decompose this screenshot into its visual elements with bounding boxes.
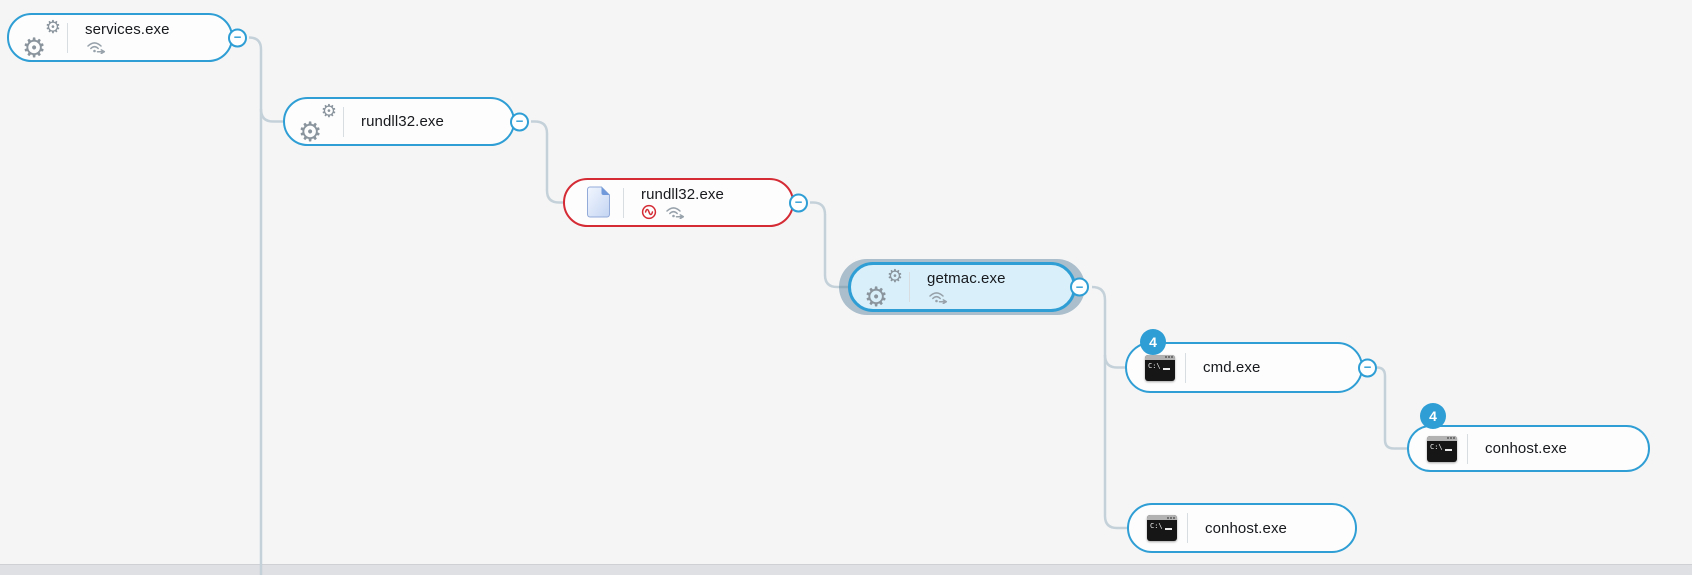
network-activity-icon xyxy=(929,291,948,304)
divider xyxy=(67,22,68,53)
process-gears-icon: ⚙⚙ xyxy=(22,16,61,63)
collapse-button[interactable]: − xyxy=(789,193,808,212)
process-name-label: cmd.exe xyxy=(1203,359,1261,376)
divider xyxy=(1185,352,1186,383)
process-node-conhost-of-cmd[interactable]: 4 C:\ conhost.exe xyxy=(1407,403,1650,472)
collapse-button[interactable]: − xyxy=(228,28,247,47)
process-name-label: getmac.exe xyxy=(927,270,1006,287)
process-gears-icon: ⚙⚙ xyxy=(298,100,337,147)
process-node-rundll32-alert[interactable]: rundll32.exe − xyxy=(563,178,808,227)
process-node-services[interactable]: ⚙⚙ services.exe − xyxy=(7,13,247,63)
collapse-button[interactable]: − xyxy=(1070,277,1089,297)
bottom-panel-edge xyxy=(0,564,1692,575)
network-activity-icon xyxy=(666,207,685,219)
network-activity-icon xyxy=(87,42,106,54)
terminal-icon: C:\ xyxy=(1145,354,1175,381)
terminal-icon: C:\ xyxy=(1427,435,1457,462)
alert-wave-icon xyxy=(641,204,657,219)
terminal-icon: C:\ xyxy=(1147,515,1177,541)
divider xyxy=(1187,513,1188,543)
process-node-rundll32-parent[interactable]: ⚙⚙ rundll32.exe − xyxy=(283,97,529,147)
child-count-badge: 4 xyxy=(1420,403,1446,429)
divider xyxy=(1467,433,1468,464)
process-name-label: rundll32.exe xyxy=(361,113,444,130)
process-name-label: conhost.exe xyxy=(1485,440,1567,457)
divider xyxy=(343,106,344,137)
collapse-button[interactable]: − xyxy=(510,112,529,131)
process-name-label: rundll32.exe xyxy=(641,185,724,203)
process-node-conhost-of-getmac[interactable]: C:\ conhost.exe xyxy=(1127,503,1357,553)
process-name-label: conhost.exe xyxy=(1205,519,1287,537)
divider xyxy=(623,187,624,218)
child-count-badge: 4 xyxy=(1140,329,1166,355)
process-node-getmac[interactable]: ⚙⚙ getmac.exe − xyxy=(848,262,1089,312)
collapse-button[interactable]: − xyxy=(1358,358,1377,377)
process-gears-icon: ⚙⚙ xyxy=(864,266,903,312)
process-name-label: services.exe xyxy=(85,20,170,38)
process-node-cmd[interactable]: 4 C:\ cmd.exe − xyxy=(1125,329,1377,393)
divider xyxy=(909,272,910,302)
file-icon xyxy=(575,186,621,219)
